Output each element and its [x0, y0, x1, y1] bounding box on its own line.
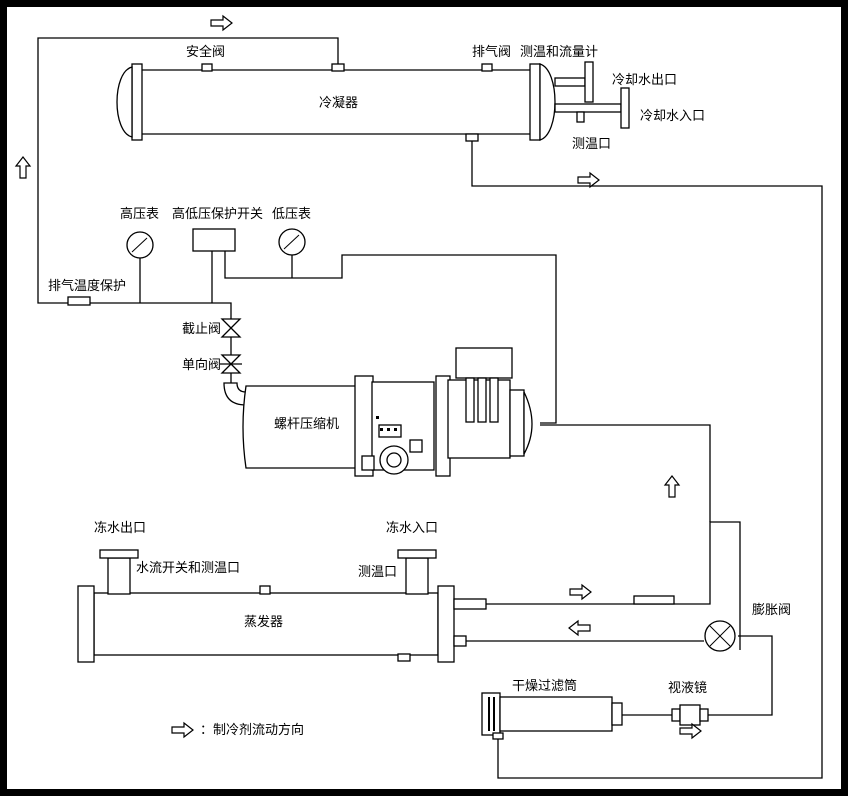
flow-arrow-legend-icon: [171, 721, 194, 739]
check-valve: [220, 354, 242, 374]
label-safety-valve: 安全阀: [186, 44, 225, 60]
vent-valve-port: [481, 63, 493, 72]
label-temp-port-evaporator: 测温口: [358, 565, 397, 580]
flow-arrow-filter-icon: [679, 722, 702, 740]
flow-arrow-suction-up-icon: [663, 475, 681, 498]
label-cooling-water-inlet: 冷却水入口: [640, 109, 705, 124]
safety-valve-port: [201, 63, 213, 72]
label-flow-switch-temp-port: 水流开关和测温口: [136, 561, 240, 576]
evap-bottom-port: [397, 653, 411, 662]
label-vent-valve: 排气阀: [472, 44, 511, 60]
label-expansion-valve: 膨胀阀: [752, 603, 791, 618]
label-evaporator: 蒸发器: [244, 614, 283, 630]
chilled-water-outlet-pipe: [107, 557, 131, 595]
temp-port-condenser: [576, 111, 585, 123]
hl-pressure-switch: [192, 228, 236, 252]
flow-arrow-left-icon: [14, 156, 32, 179]
chilled-water-outlet-flange: [99, 549, 139, 559]
liquid-line: [471, 136, 823, 779]
dry-filter: [481, 692, 623, 740]
evap-top-port: [259, 585, 271, 595]
condenser: [116, 61, 630, 142]
label-screw-compressor: 螺杆压缩机: [274, 416, 339, 432]
cooling-water-inlet-pipe: [554, 103, 622, 113]
label-temp-flow-meter: 测温和流量计: [520, 45, 598, 60]
label-legend: ：制冷剂流动方向: [200, 722, 304, 738]
label-chilled-water-outlet: 冻水出口: [94, 520, 146, 536]
flow-arrow-top-icon: [210, 14, 233, 32]
evap-liquid-nozzle: [453, 635, 467, 647]
refrigerant-piping: [37, 37, 823, 779]
liquid-out-port: [465, 133, 479, 142]
exp-to-sightglass: [708, 635, 773, 716]
label-stop-valve: 截止阀: [182, 322, 221, 337]
labels: 安全阀 排气阀 测温和流量计 冷凝器 冷却水出口 冷却水入口 测温口 高压表 高…: [48, 44, 791, 738]
label-dry-filter: 干燥过滤筒: [512, 678, 577, 694]
cooling-water-inlet-flange: [620, 87, 630, 129]
evap-suction-nozzle: [453, 598, 487, 610]
stop-valve: [220, 318, 242, 338]
chilled-water-inlet-pipe: [405, 557, 429, 595]
label-hl-pressure-switch: 高低压保护开关: [172, 206, 263, 222]
label-sight-glass: 视液镜: [668, 681, 707, 696]
cooling-water-outlet-pipe: [554, 77, 586, 87]
sight-glass: [671, 704, 709, 726]
label-high-pressure-gauge: 高压表: [120, 206, 159, 222]
flow-arrow-evap-in-icon: [568, 619, 591, 637]
chilled-water-inlet-flange: [397, 549, 437, 559]
flow-arrows: [14, 14, 702, 740]
evaporator: [77, 549, 487, 663]
label-check-valve: 单向阀: [182, 357, 221, 373]
sensing-bulb: [633, 595, 675, 605]
label-temp-port-condenser: 测温口: [572, 137, 611, 152]
label-cooling-water-outlet: 冷却水出口: [612, 73, 677, 88]
label-chilled-water-inlet: 冻水入口: [386, 520, 438, 536]
label-condenser: 冷凝器: [319, 95, 358, 111]
screw-compressor: [242, 347, 533, 477]
high-pressure-gauge: [126, 231, 154, 259]
low-pressure-gauge: [278, 228, 306, 256]
discharge-temp-sensor: [67, 296, 91, 306]
inlet-port: [331, 63, 345, 72]
expansion-valve: [704, 620, 736, 652]
flow-arrow-evap-out-icon: [569, 583, 592, 601]
cooling-water-outlet-flange: [584, 61, 594, 103]
discharge-pipe: [37, 37, 339, 394]
label-discharge-temp-protection: 排气温度保护: [48, 278, 126, 294]
suction-to-compressor: [540, 424, 711, 522]
flow-arrow-liquid-icon: [577, 171, 600, 189]
suction-sense-pipe: [224, 250, 557, 424]
label-low-pressure-gauge: 低压表: [272, 207, 311, 222]
